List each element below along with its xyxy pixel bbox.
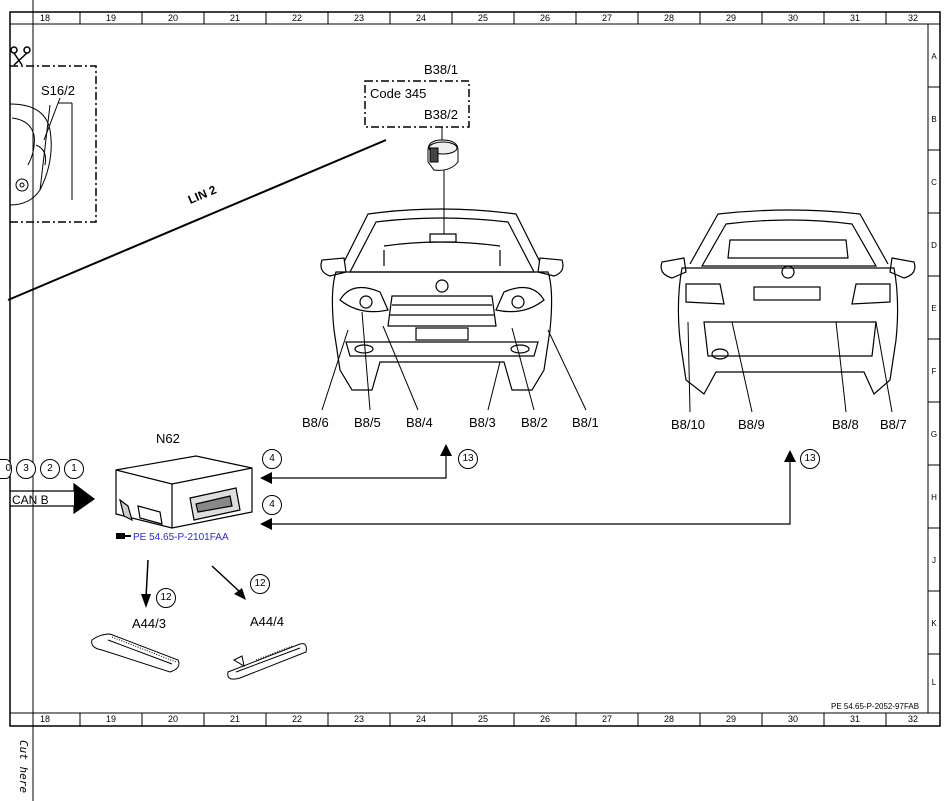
front-car-drawing	[320, 208, 564, 391]
connector-circle: 0	[0, 459, 12, 479]
s16-2-dash-box	[10, 65, 97, 223]
row-label: A	[931, 52, 937, 61]
a44-4-lamp	[227, 643, 307, 680]
column-label: 32	[907, 13, 918, 23]
column-label: 26	[539, 714, 550, 724]
connector-circle: 4	[262, 495, 282, 515]
rear-connection	[272, 454, 791, 525]
column-label: 21	[229, 13, 240, 23]
front-leaders	[321, 311, 587, 411]
column-label: 19	[105, 13, 116, 23]
column-label: 29	[725, 714, 736, 724]
front-connection	[272, 448, 447, 479]
connector-circle: 12	[250, 574, 270, 594]
row-label: E	[931, 304, 937, 313]
column-label: 30	[787, 13, 798, 23]
column-label: 21	[229, 714, 240, 724]
n62-reference-link[interactable]: PE 54.65-P-2101FAA	[133, 532, 229, 543]
sensor-label-b8-9: B8/9	[738, 417, 765, 432]
scissors-icon	[10, 46, 31, 66]
column-label: 27	[601, 13, 612, 23]
a44-3-lamp	[91, 633, 180, 673]
row-label: F	[931, 367, 937, 376]
sensor-label-b8-6: B8/6	[302, 415, 329, 430]
cut-here-label: Cut here	[17, 740, 30, 793]
sensor-label-b8-2: B8/2	[521, 415, 548, 430]
drawing-frame	[9, 11, 941, 727]
connector-circle: 3	[16, 459, 36, 479]
b38-1-label: B38/1	[424, 62, 458, 77]
rear-leaders	[687, 321, 893, 413]
can-b-label: CAN B	[12, 493, 49, 507]
column-label: 18	[39, 714, 50, 724]
row-label: B	[931, 115, 937, 124]
connector-circle: 4	[262, 449, 282, 469]
n62-label: N62	[156, 431, 180, 446]
connector-circle: 13	[800, 449, 820, 469]
column-label: 24	[415, 13, 426, 23]
column-label: 31	[849, 714, 860, 724]
connector-circle: 13	[458, 449, 478, 469]
rear-car-drawing	[660, 209, 916, 395]
reference-hand-icon	[116, 533, 131, 539]
row-label: D	[931, 241, 937, 250]
code345-box	[364, 80, 470, 128]
column-label: 18	[39, 13, 50, 23]
column-ticks	[79, 12, 887, 726]
sensor-label-b8-4: B8/4	[406, 415, 433, 430]
a44-4-label: A44/4	[250, 614, 284, 629]
column-label: 28	[663, 13, 674, 23]
row-label: J	[932, 556, 936, 565]
sensor-label-b8-1: B8/1	[572, 415, 599, 430]
code-345-label: Code 345	[370, 86, 427, 101]
a44-3-label: A44/3	[132, 616, 166, 631]
sensor-label-b8-10: B8/10	[671, 417, 705, 432]
column-label: 23	[353, 714, 364, 724]
n62-module	[115, 455, 253, 529]
sensor-label-b8-8: B8/8	[832, 417, 859, 432]
rain-light-sensor	[427, 139, 459, 240]
connector-circle: 1	[64, 459, 84, 479]
column-label: 26	[539, 13, 550, 23]
b38-2-label: B38/2	[424, 107, 458, 122]
column-label: 29	[725, 13, 736, 23]
row-label: C	[931, 178, 937, 187]
column-label: 28	[663, 714, 674, 724]
lin2-line	[7, 139, 387, 301]
s16-2-label: S16/2	[41, 83, 75, 98]
column-label: 23	[353, 13, 364, 23]
column-label: 31	[849, 13, 860, 23]
column-label: 25	[477, 13, 488, 23]
column-label: 27	[601, 714, 612, 724]
column-label: 19	[105, 714, 116, 724]
row-label: H	[931, 493, 937, 502]
row-label: K	[931, 619, 937, 628]
row-ticks	[928, 86, 940, 655]
column-label: 20	[167, 714, 178, 724]
column-label: 22	[291, 714, 302, 724]
sensor-label-b8-5: B8/5	[354, 415, 381, 430]
s16-2-part	[9, 102, 73, 206]
column-label: 25	[477, 714, 488, 724]
sensor-label-b8-7: B8/7	[880, 417, 907, 432]
sensor-label-b8-3: B8/3	[469, 415, 496, 430]
connector-circle: 12	[156, 588, 176, 608]
column-label: 32	[907, 714, 918, 724]
column-label: 24	[415, 714, 426, 724]
column-label: 30	[787, 714, 798, 724]
row-label: G	[930, 430, 938, 439]
column-label: 22	[291, 13, 302, 23]
column-label: 20	[167, 13, 178, 23]
row-label: L	[931, 678, 937, 687]
connector-circle: 2	[40, 459, 60, 479]
drawing-reference: PE 54.65-P-2052-97FAB	[831, 702, 920, 711]
